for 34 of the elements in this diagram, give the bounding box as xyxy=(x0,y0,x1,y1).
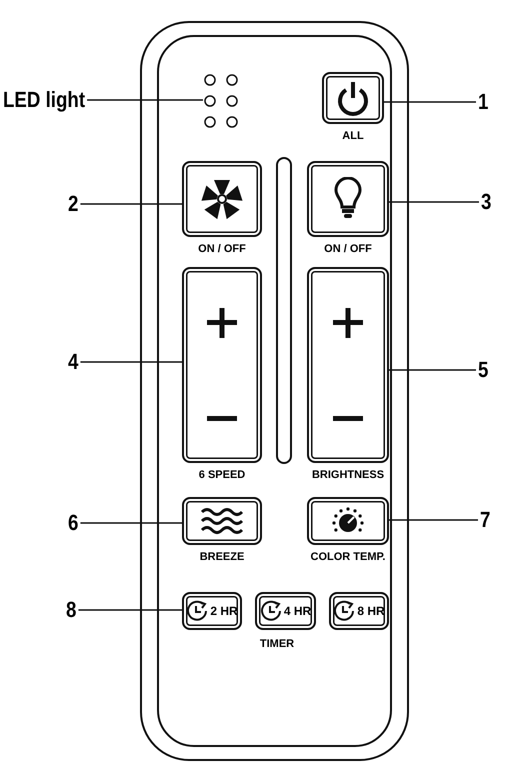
fan-button xyxy=(182,161,262,237)
button-caption: 6 SPEED xyxy=(198,469,246,482)
callout-number: 5 xyxy=(478,358,488,382)
led-light-dots xyxy=(203,73,239,129)
leader-line xyxy=(87,99,203,101)
callout-number: 6 xyxy=(68,511,78,535)
leader-line xyxy=(80,361,182,363)
leader-line xyxy=(389,519,478,521)
breeze-button xyxy=(182,497,262,545)
light-button xyxy=(307,161,389,237)
leader-line xyxy=(389,201,479,203)
brightness-rocker-button xyxy=(307,267,389,463)
button-caption: BRIGHTNESS xyxy=(310,469,386,482)
leader-line xyxy=(384,101,476,103)
leader-line xyxy=(389,369,476,371)
leader-line xyxy=(78,609,182,611)
callout-number: 3 xyxy=(481,190,492,214)
callout-number: 4 xyxy=(68,350,78,374)
speed-rocker-button xyxy=(182,267,262,463)
callout-number: 2 xyxy=(68,192,78,216)
button-caption: ON / OFF xyxy=(197,243,247,256)
button-caption: COLOR TEMP. xyxy=(310,551,386,564)
power-button xyxy=(322,72,384,124)
caption-text: TIMER xyxy=(258,638,296,651)
button-caption: ALL xyxy=(341,130,365,143)
leader-line xyxy=(80,522,182,524)
callout-label: LED light xyxy=(3,88,86,112)
button-caption: ON / OFF xyxy=(323,243,373,256)
callout-number: 8 xyxy=(66,598,76,622)
button-caption: BREEZE xyxy=(198,551,246,564)
leader-line xyxy=(80,203,182,205)
color-temp-button xyxy=(307,497,389,545)
callout-number: 7 xyxy=(480,508,490,532)
callout-number: 1 xyxy=(478,90,488,114)
